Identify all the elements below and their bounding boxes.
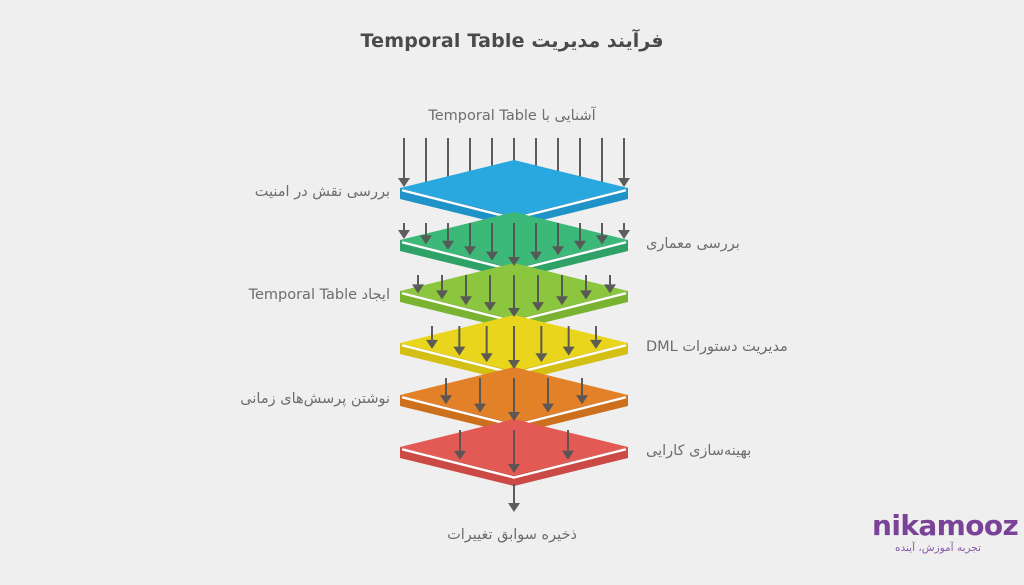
stack-plate-1 xyxy=(400,160,628,227)
flow-arrow xyxy=(484,275,496,312)
flow-arrow xyxy=(556,275,568,306)
flow-arrow xyxy=(508,430,520,473)
flow-arrow xyxy=(454,430,466,460)
flow-arrow xyxy=(574,223,586,250)
layer-label-1: بررسی نقش در امنیت xyxy=(254,183,390,200)
flow-arrows-overlay xyxy=(398,223,630,512)
layer-label-5: نوشتن پرسش‌های زمانی xyxy=(240,390,390,407)
layer-label-3: ایجاد Temporal Table xyxy=(248,286,390,303)
layer-label-4: مدیریت دستورات DML xyxy=(646,338,788,355)
flow-arrow xyxy=(596,223,608,245)
flow-arrow xyxy=(618,138,630,187)
page-title: فرآیند مدیریت Temporal Table xyxy=(360,30,664,52)
flow-arrow xyxy=(480,326,493,363)
flow-arrow xyxy=(486,223,498,261)
flow-arrow xyxy=(530,223,542,261)
flow-arrow xyxy=(464,223,476,256)
flow-arrow xyxy=(532,275,544,312)
nikamooz-logo: nikamooz تجربه آموزش، آینده xyxy=(872,509,1019,554)
flow-arrow xyxy=(618,223,630,239)
diagram-top-label: آشنایی با Temporal Table xyxy=(428,108,596,124)
flow-arrow xyxy=(412,275,424,294)
flow-arrow xyxy=(398,223,410,239)
flow-arrow xyxy=(474,378,486,413)
flow-arrow xyxy=(426,326,438,349)
layer-label-2: بررسی معماری xyxy=(646,235,740,252)
flow-arrow xyxy=(580,275,592,300)
layer-label-6: بهینه‌سازی کارایی xyxy=(646,442,752,459)
flow-arrow xyxy=(508,378,520,421)
flow-arrow xyxy=(460,275,472,306)
flow-arrow xyxy=(508,223,520,266)
flow-arrow xyxy=(562,326,575,356)
flow-arrow xyxy=(535,326,548,363)
flow-arrow xyxy=(508,326,520,369)
flow-arrow xyxy=(420,223,432,245)
logo-tagline: تجربه آموزش، آینده xyxy=(895,542,981,554)
flow-arrow xyxy=(542,378,554,413)
flow-arrow xyxy=(576,378,588,405)
flow-arrow xyxy=(552,223,564,256)
flow-arrow xyxy=(440,378,452,405)
diagram-bottom-label: ذخیره سوابق تغییرات xyxy=(447,527,577,543)
flow-arrow xyxy=(453,326,466,356)
flow-arrow xyxy=(562,430,574,460)
flow-arrow xyxy=(508,275,520,317)
flow-arrow xyxy=(398,138,410,187)
flow-arrow xyxy=(436,275,448,300)
logo-wordmark: nikamooz xyxy=(872,509,1019,542)
flow-arrow xyxy=(442,223,454,250)
flow-arrow xyxy=(604,275,616,294)
flow-arrow xyxy=(508,484,520,512)
flow-arrow xyxy=(590,326,602,349)
